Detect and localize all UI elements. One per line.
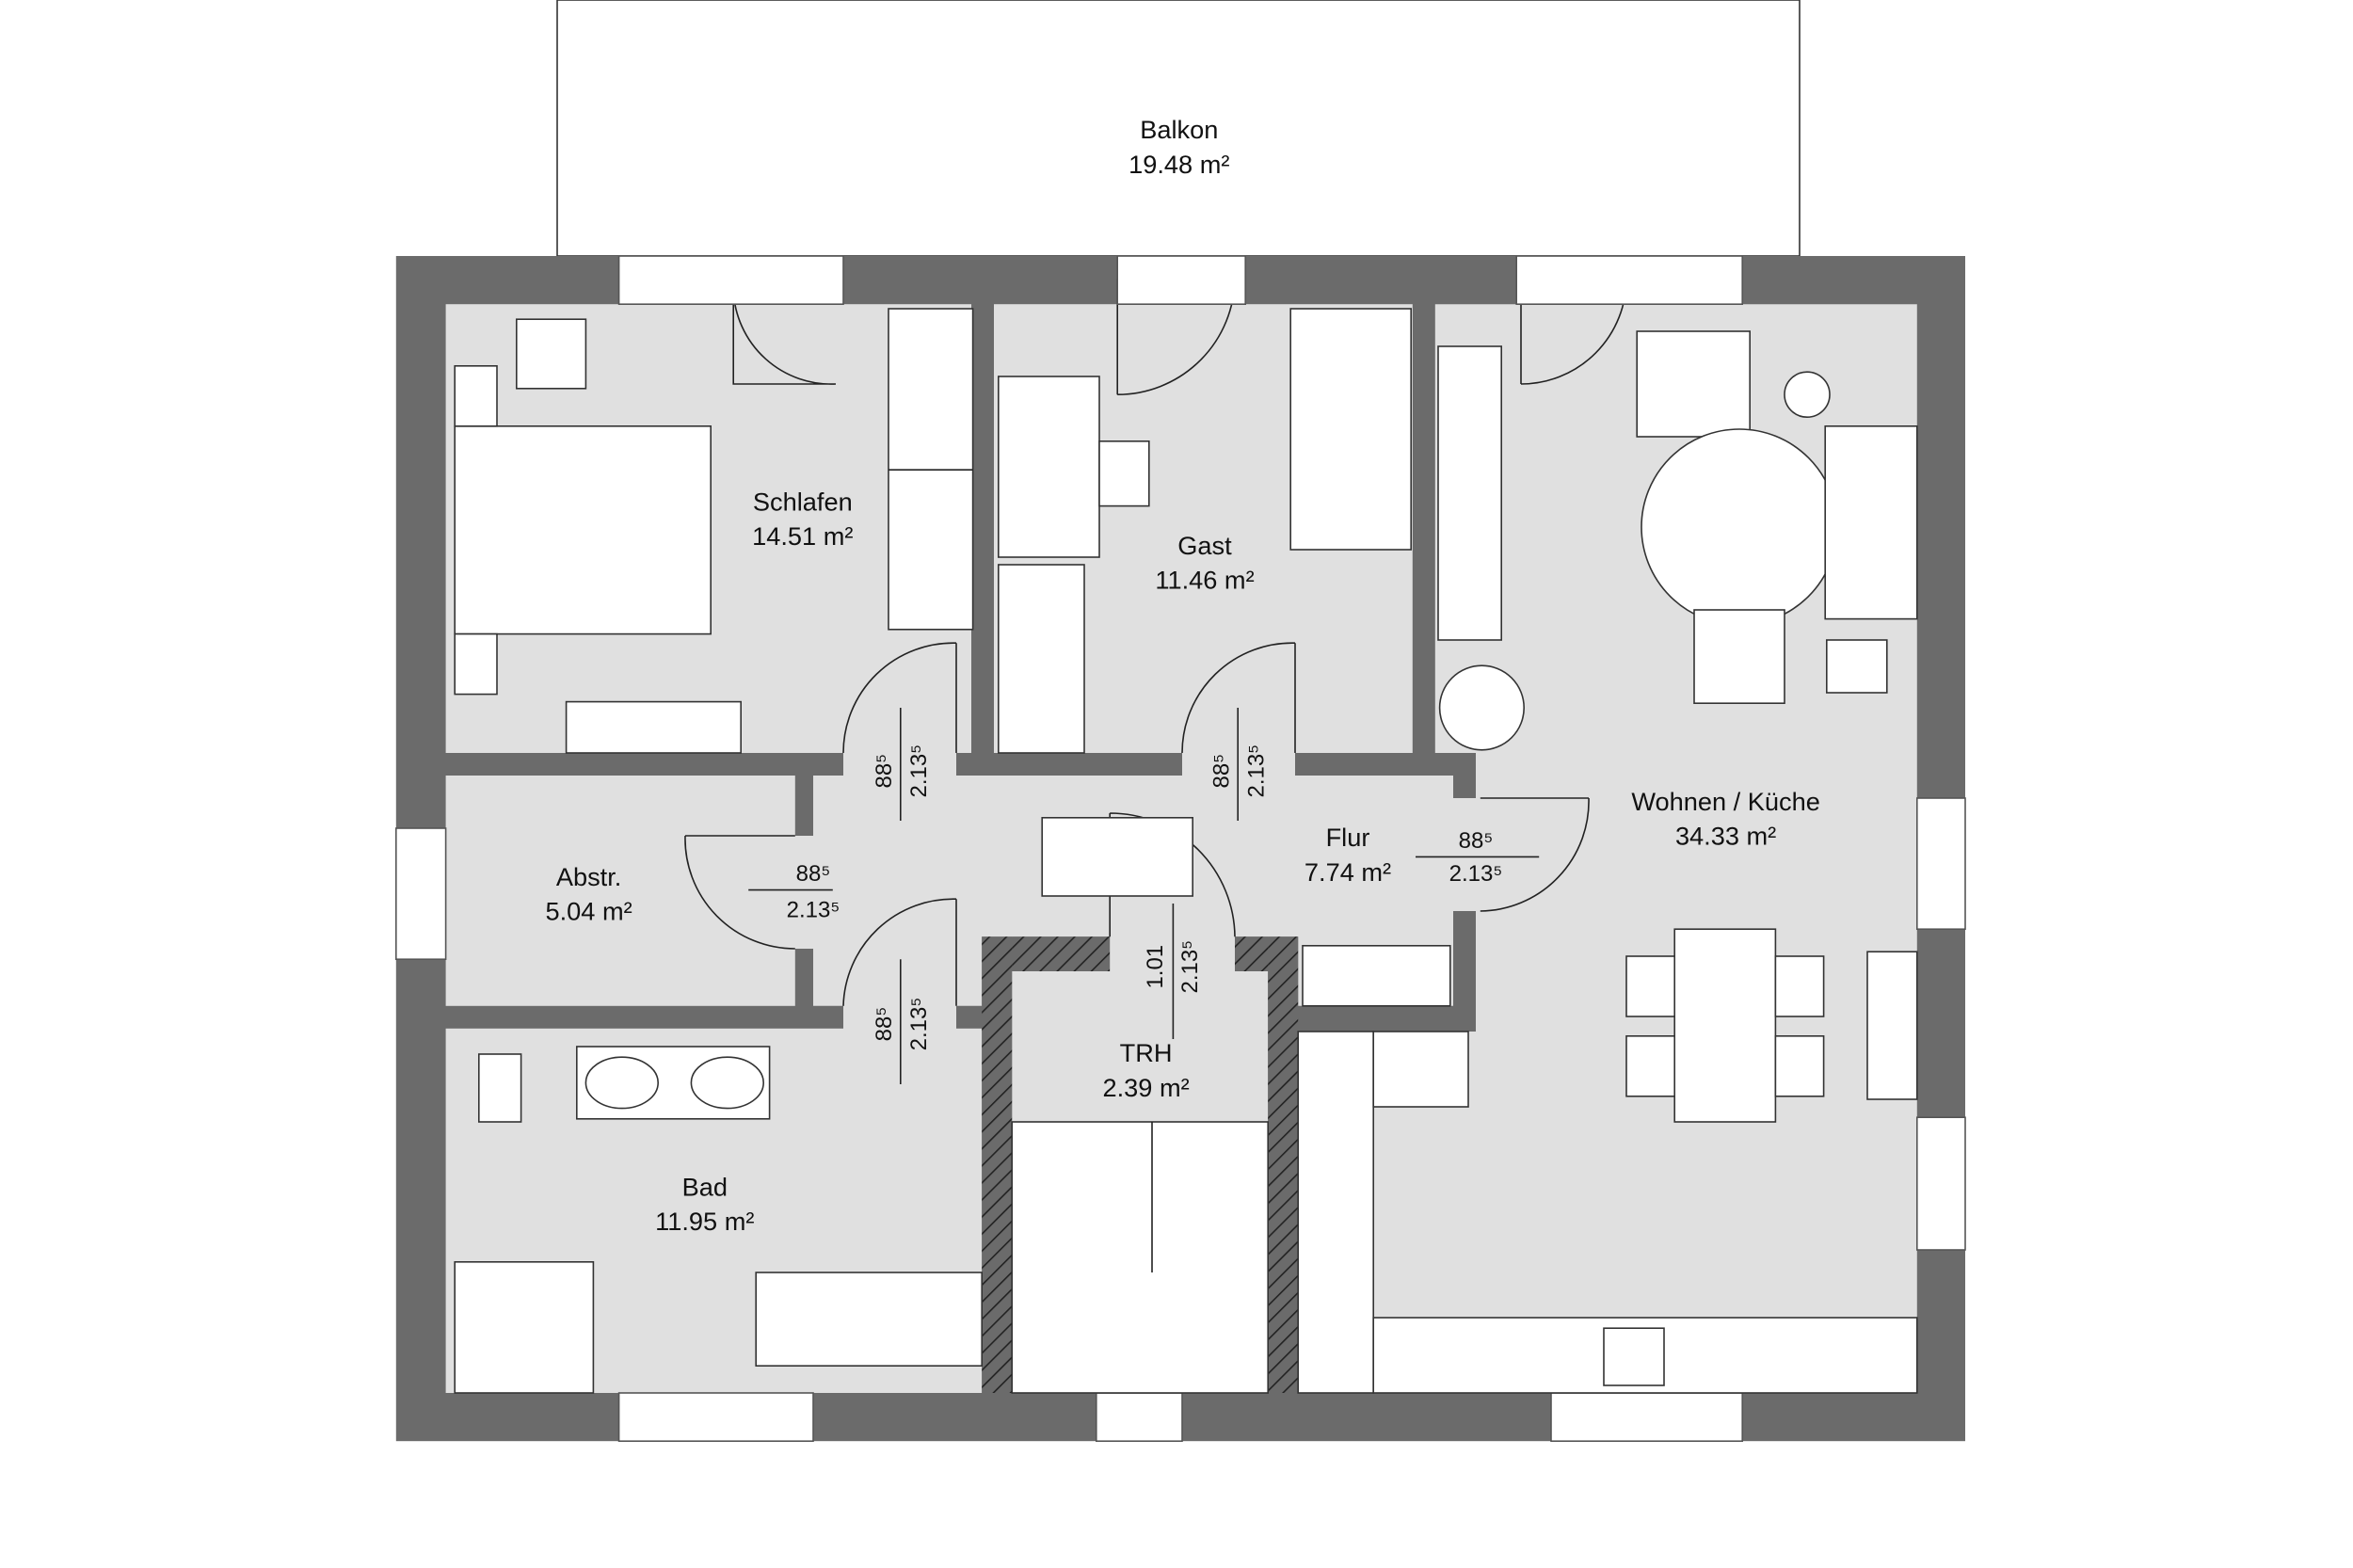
abstr-name: Abstr.	[556, 862, 622, 891]
svg-text:88⁵: 88⁵	[872, 754, 897, 789]
single-bed	[1289, 308, 1412, 551]
schlafen-name: Schlafen	[753, 487, 853, 516]
wohnen-name: Wohnen / Küche	[1631, 787, 1820, 816]
svg-text:2.13⁵: 2.13⁵	[787, 897, 840, 922]
double-bed	[454, 425, 712, 635]
staircase	[1011, 1121, 1269, 1394]
door-opening-wohnen	[1449, 798, 1481, 911]
flur-name: Flur	[1326, 823, 1370, 852]
door-dimensions: 88⁵ 2.13⁵ 88⁵ 2.13⁵ 88⁵ 2.13⁵ 88⁵ 2.13⁵ …	[748, 708, 1540, 1084]
bad-area: 11.95 m²	[655, 1207, 754, 1236]
flur-area: 7.74 m²	[1305, 857, 1391, 887]
trh-name: TRH	[1120, 1038, 1173, 1067]
balkon-area: 19.48 m²	[1128, 150, 1229, 179]
svg-text:1.01: 1.01	[1143, 945, 1168, 989]
svg-text:2.13⁵: 2.13⁵	[1177, 940, 1203, 994]
stair-wall-right	[1268, 936, 1299, 1393]
balkon-name: Balkon	[1140, 115, 1218, 144]
schlafen-area: 14.51 m²	[752, 521, 853, 551]
svg-text:88⁵: 88⁵	[796, 861, 831, 887]
kitchen-counter	[1297, 1031, 1374, 1394]
svg-text:88⁵: 88⁵	[872, 1007, 897, 1042]
windows	[395, 255, 1966, 1443]
room-abstr	[445, 776, 795, 1006]
abstr-area: 5.04 m²	[546, 897, 632, 926]
balcony	[556, 0, 1801, 257]
trh-area: 2.39 m²	[1103, 1073, 1190, 1102]
furniture	[454, 308, 1918, 1394]
stair-wall-top2	[1235, 936, 1269, 971]
bad-name: Bad	[682, 1172, 728, 1201]
stair-wall-top	[1012, 936, 1111, 971]
gast-area: 11.46 m²	[1155, 566, 1254, 595]
door-swings	[684, 278, 1627, 1006]
bathtub	[755, 1272, 983, 1368]
svg-text:2.13⁵: 2.13⁵	[906, 998, 932, 1051]
dining-table	[1673, 928, 1777, 1123]
svg-text:88⁵: 88⁵	[1459, 828, 1494, 854]
wohnen-area: 34.33 m²	[1675, 822, 1776, 851]
round-table	[1641, 428, 1838, 626]
svg-text:2.13⁵: 2.13⁵	[1243, 744, 1269, 798]
gast-name: Gast	[1177, 531, 1232, 560]
svg-text:88⁵: 88⁵	[1209, 754, 1235, 789]
svg-text:2.13⁵: 2.13⁵	[1449, 861, 1503, 887]
desk	[998, 376, 1100, 558]
door-opening-abstr	[792, 836, 817, 949]
stair-wall-left	[982, 936, 1013, 1393]
svg-text:2.13⁵: 2.13⁵	[906, 744, 932, 798]
